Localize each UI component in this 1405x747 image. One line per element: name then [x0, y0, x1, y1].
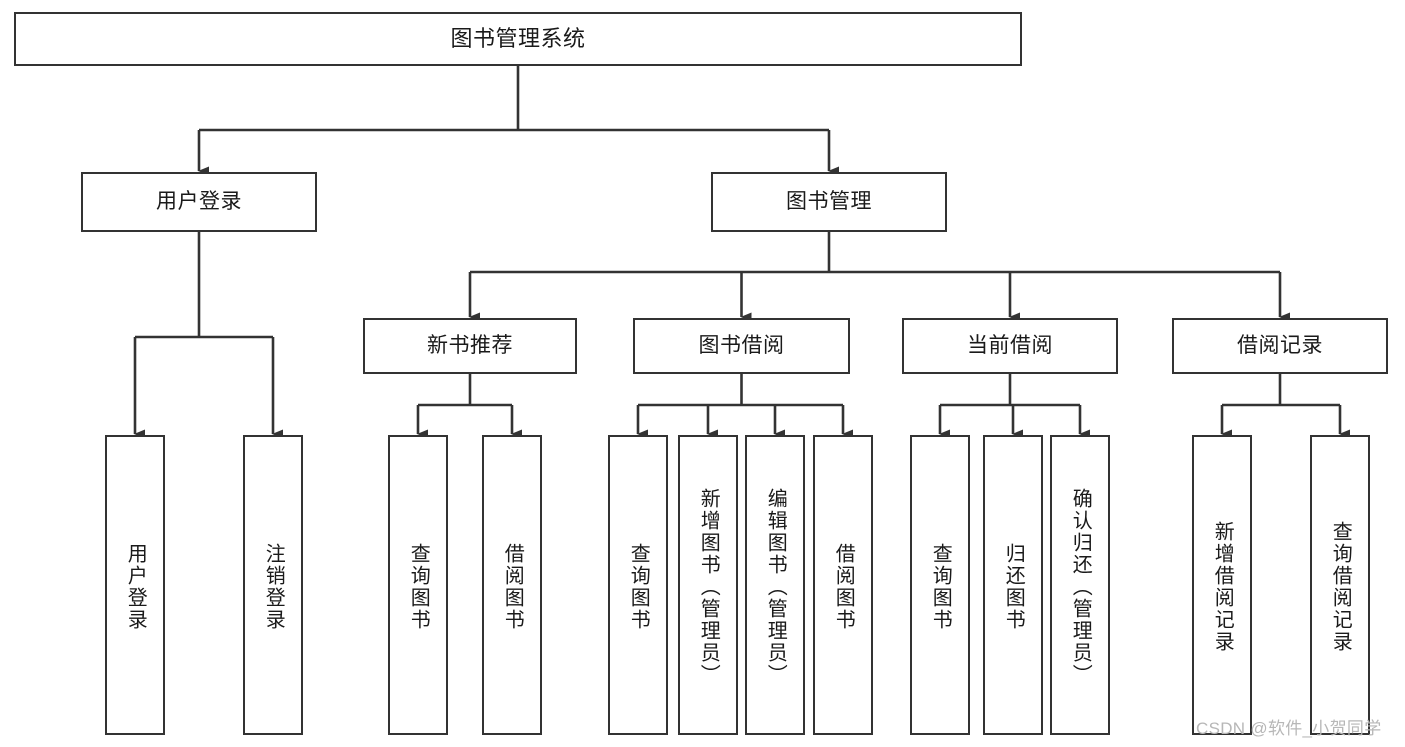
- node-label: 查询图书: [407, 543, 430, 631]
- node-l3_rec_2[interactable]: 查询借阅记录: [1310, 435, 1370, 735]
- node-label: 查询借阅记录: [1329, 521, 1352, 653]
- node-root[interactable]: 图书管理系统: [14, 12, 1022, 66]
- node-l3_cur_1[interactable]: 查询图书: [910, 435, 970, 735]
- node-label: 用户登录: [124, 543, 147, 631]
- node-l3_bor_1[interactable]: 查询图书: [608, 435, 668, 735]
- node-l1_login[interactable]: 用户登录: [81, 172, 317, 232]
- node-label: 用户登录: [156, 189, 242, 213]
- csdn-watermark: CSDN @软件_小贺同学: [1196, 719, 1382, 738]
- node-l3_new_2[interactable]: 借阅图书: [482, 435, 542, 735]
- node-label: 注销登录: [262, 543, 285, 631]
- node-l2_current[interactable]: 当前借阅: [902, 318, 1118, 374]
- node-l3_bor_4[interactable]: 借阅图书: [813, 435, 873, 735]
- node-label: 当前借阅: [967, 333, 1053, 357]
- node-l1_manage[interactable]: 图书管理: [711, 172, 947, 232]
- node-label: 新书推荐: [427, 333, 513, 357]
- node-l3_login_1[interactable]: 用户登录: [105, 435, 165, 735]
- node-l3_bor_3[interactable]: 编辑图书（管理员）: [745, 435, 805, 735]
- node-label: 借阅图书: [501, 543, 524, 631]
- node-label: 查询图书: [929, 543, 952, 631]
- node-label: 借阅图书: [832, 543, 855, 631]
- node-label: 新增借阅记录: [1211, 521, 1234, 653]
- node-label: 新增图书（管理员）: [697, 488, 720, 686]
- node-label: 图书管理: [786, 189, 872, 213]
- node-label: 查询图书: [627, 543, 650, 631]
- node-l2_new[interactable]: 新书推荐: [363, 318, 577, 374]
- node-label: 归还图书: [1002, 543, 1025, 631]
- node-l2_borrow[interactable]: 图书借阅: [633, 318, 850, 374]
- node-label: 借阅记录: [1237, 333, 1323, 357]
- node-l3_bor_2[interactable]: 新增图书（管理员）: [678, 435, 738, 735]
- node-l3_cur_3[interactable]: 确认归还（管理员）: [1050, 435, 1110, 735]
- node-label: 确认归还（管理员）: [1069, 488, 1092, 686]
- node-l3_cur_2[interactable]: 归还图书: [983, 435, 1043, 735]
- node-l3_new_1[interactable]: 查询图书: [388, 435, 448, 735]
- node-label: 图书借阅: [698, 333, 785, 357]
- node-label: 图书管理系统: [450, 26, 586, 52]
- node-l2_record[interactable]: 借阅记录: [1172, 318, 1388, 374]
- node-l3_login_2[interactable]: 注销登录: [243, 435, 303, 735]
- node-label: 编辑图书（管理员）: [764, 488, 787, 686]
- node-l3_rec_1[interactable]: 新增借阅记录: [1192, 435, 1252, 735]
